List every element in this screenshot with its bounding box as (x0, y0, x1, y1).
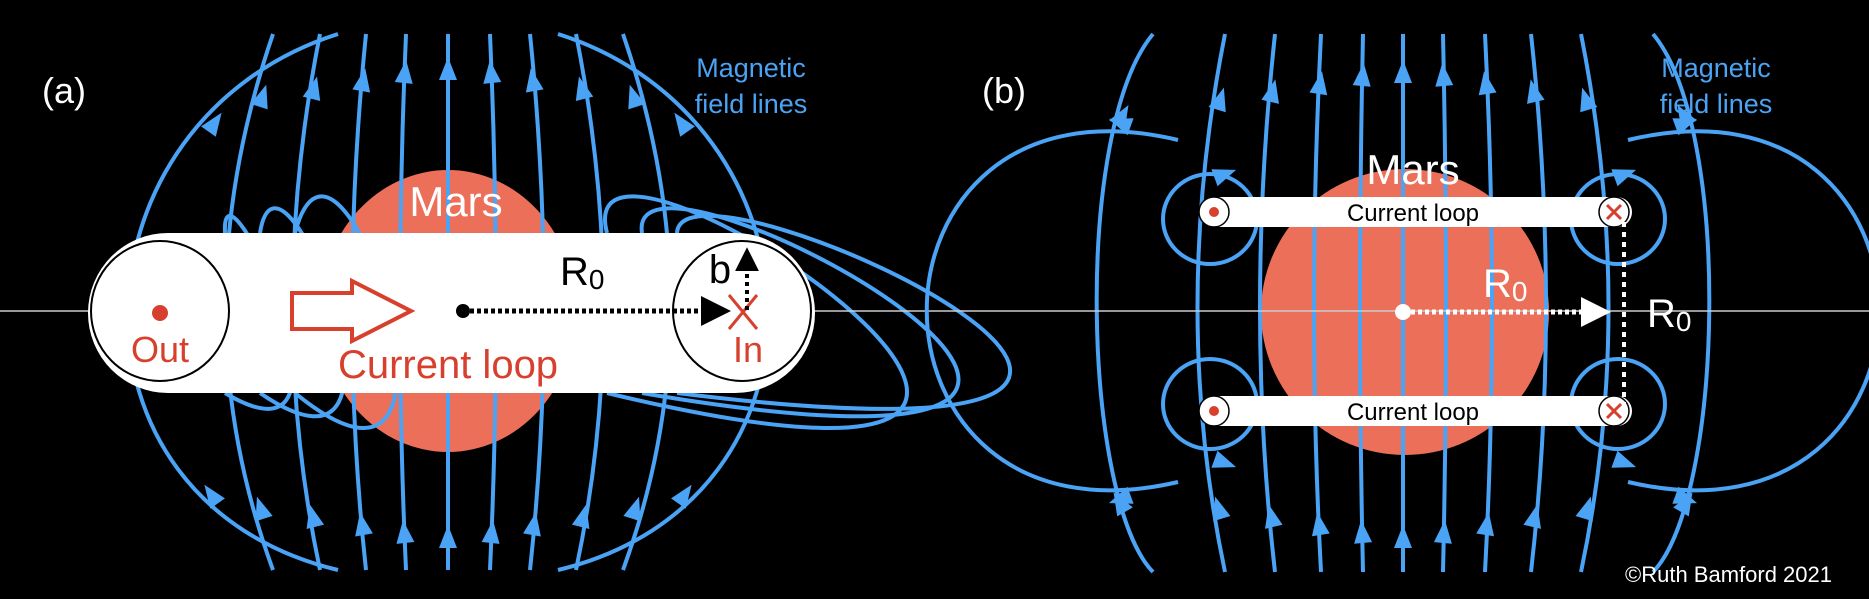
field-line (1441, 33, 1448, 573)
field-arrow-icon (394, 60, 413, 84)
legend-line-2: field lines (1660, 89, 1773, 119)
field-arrow-icon (1394, 60, 1412, 83)
field-arrow-icon (1435, 63, 1454, 87)
field-arrow-icon (1433, 520, 1452, 544)
field-arrow-icon (439, 525, 457, 548)
field-arrow-icon (1211, 169, 1237, 187)
bottom-current-loop: Current loop (1198, 395, 1632, 427)
field-arrow-icon (1352, 63, 1371, 87)
field-line (1483, 33, 1494, 573)
mars-label: Mars (1366, 146, 1459, 193)
bottom-loop-label: Current loop (1347, 399, 1479, 426)
field-arrow-icon (1672, 486, 1698, 504)
legend-line-1: Magnetic (1661, 53, 1771, 83)
field-arrow-icon (396, 520, 415, 544)
current-in-cross-icon (1605, 402, 1623, 420)
outer-radius-label: R0 (1647, 292, 1691, 337)
top-loop-tube (1200, 197, 1632, 227)
field-arrow-icon (525, 68, 544, 93)
field-arrow-icon (250, 84, 268, 110)
field-arrow-icon (1575, 496, 1593, 522)
field-arrow-icon (1527, 79, 1545, 104)
field-arrow-icon (1261, 79, 1279, 104)
field-arrow-icon (674, 112, 695, 137)
field-arrow-icon (1211, 450, 1237, 468)
current-out-dot-icon (1209, 207, 1219, 217)
field-arrow-icon (1208, 87, 1226, 113)
field-arrow-icon (1611, 169, 1637, 187)
field-arrow-icon (1523, 504, 1541, 529)
field-arrow-icon (1265, 504, 1283, 529)
field-arrow-icon (201, 112, 222, 137)
field-arrow-icon (306, 504, 325, 529)
field-arrow-icon (1476, 512, 1495, 537)
field-arrow-icon (1394, 525, 1412, 548)
current-loop-tube (88, 233, 815, 393)
field-line (1358, 33, 1365, 573)
panel-a: Out In b R0 Current loop Mars (a) Magnet… (0, 32, 1012, 572)
panel-a-label: (a) (42, 70, 86, 111)
panel-b: Current loop Current loop R0 R0 Mars (b)… (924, 32, 1869, 587)
field-arrow-icon (481, 520, 500, 544)
inner-radius-label: R0 (1483, 262, 1527, 307)
field-arrow-icon (1213, 496, 1231, 522)
current-out-dot-icon (1209, 406, 1219, 416)
in-label: In (733, 329, 763, 370)
field-line (1529, 33, 1548, 573)
top-loop-label: Current loop (1347, 200, 1479, 227)
current-out-dot-icon (152, 305, 168, 321)
major-radius-label: R0 (560, 250, 604, 295)
current-loop-label: Current loop (338, 343, 558, 387)
field-arrow-icon (439, 57, 457, 80)
field-arrow-icon (255, 496, 273, 522)
current-in-cross-icon (727, 294, 759, 330)
field-arrow-icon (1108, 486, 1134, 504)
current-in-cross-icon (1605, 203, 1623, 221)
field-arrow-icon (1672, 118, 1698, 136)
field-line (1312, 33, 1323, 573)
copyright-credit: ©Ruth Bamford 2021 (1625, 562, 1832, 587)
panel-b-label: (b) (982, 70, 1026, 111)
center-dot (1395, 304, 1411, 320)
field-arrow-icon (483, 60, 502, 84)
mars-label: Mars (409, 178, 502, 225)
minor-radius-label: b (709, 248, 731, 292)
out-label: Out (131, 329, 189, 370)
field-line (1258, 33, 1277, 573)
center-dot (456, 304, 470, 318)
field-arrow-icon (623, 496, 641, 522)
field-line-loop (924, 129, 1179, 493)
bottom-loop-tube (1200, 396, 1632, 426)
field-line (1651, 32, 1712, 574)
field-arrow-icon (204, 484, 225, 509)
field-arrow-icon (355, 512, 373, 537)
field-arrow-icon (302, 76, 321, 101)
field-arrow-icon (352, 68, 371, 93)
field-arrow-icon (575, 76, 594, 101)
field-arrow-icon (571, 504, 590, 529)
field-arrow-icon (1309, 71, 1328, 96)
field-arrow-icon (628, 84, 646, 110)
field-arrow-icon (1478, 71, 1497, 96)
field-arrow-icon (523, 512, 541, 537)
legend-line-2: field lines (695, 89, 808, 119)
field-line (1195, 33, 1227, 573)
field-arrow-icon (671, 484, 692, 509)
field-arrow-icon (1580, 87, 1598, 113)
field-arrow-icon (1108, 118, 1134, 136)
field-line-loop (1627, 129, 1869, 493)
field-arrow-icon (1311, 512, 1330, 537)
top-current-loop: Current loop (1198, 196, 1632, 228)
field-line (1094, 32, 1155, 574)
field-arrow-icon (1354, 520, 1373, 544)
legend-line-1: Magnetic (696, 53, 806, 83)
current-direction-arrow-icon (290, 277, 416, 345)
field-arrow-icon (1611, 450, 1637, 468)
